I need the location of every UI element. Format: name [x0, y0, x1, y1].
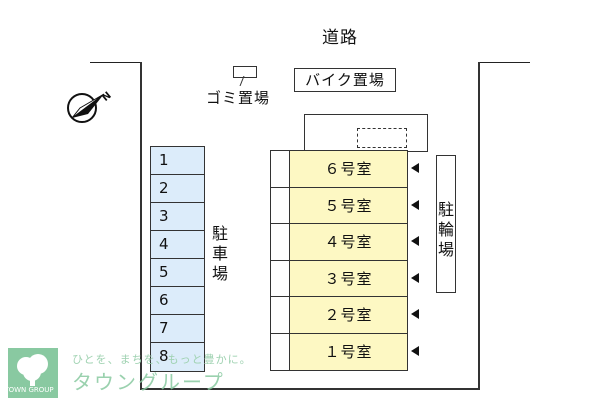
parking-spot: 3: [150, 202, 205, 232]
entrance-arrow-icon: [409, 150, 421, 187]
parking-spot: 1: [150, 146, 205, 176]
parking-spot: 6: [150, 286, 205, 316]
balconies: [270, 150, 290, 371]
entrance-arrow-icon: [409, 187, 421, 224]
parking-label-char: 駐: [211, 224, 228, 243]
watermark-brand: タウングループ: [72, 370, 225, 394]
parking-spot: 8: [150, 342, 205, 372]
entrance-arrow-icon: [409, 333, 421, 370]
room-unit: ４号室: [289, 223, 408, 261]
parking-label-char: 場: [211, 264, 228, 283]
entrance-arrows: [409, 150, 421, 369]
parking-label: 駐 車 場: [210, 224, 230, 284]
parking-spot: 5: [150, 258, 205, 288]
parking-spot: 7: [150, 314, 205, 344]
bicycle-parking-label: 駐 輪 場: [436, 155, 456, 293]
entrance-arrow-icon: [409, 296, 421, 333]
room-unit: ２号室: [289, 296, 408, 334]
parking-spot: 2: [150, 174, 205, 204]
bicycle-label-char: 駐: [437, 200, 454, 219]
balcony: [270, 332, 290, 371]
balcony: [270, 259, 290, 298]
road-label: 道路: [322, 28, 358, 48]
town-group-logo-icon: [8, 348, 58, 402]
garbage-area-box: [233, 66, 257, 78]
room-list: ６号室 ５号室 ４号室 ３号室 ２号室 １号室: [289, 150, 408, 371]
garbage-leader-line: [239, 76, 245, 86]
room-unit: ３号室: [289, 259, 408, 298]
balcony: [270, 296, 290, 334]
entrance-arrow-icon: [409, 223, 421, 260]
garbage-area-label: ゴミ置場: [206, 89, 271, 107]
entrance-arrow-icon: [409, 260, 421, 297]
room-unit: ５号室: [289, 186, 408, 225]
balcony: [270, 223, 290, 261]
room-unit: ６号室: [289, 150, 408, 188]
watermark-group-label: TOWN GROUP: [4, 386, 54, 394]
bicycle-label-char: 輪: [437, 220, 454, 239]
parking-spot: 4: [150, 230, 205, 260]
watermark-tagline: ひとを、まちを、もっと豊かに。: [72, 353, 252, 366]
dashed-area: [357, 128, 407, 148]
parking-label-char: 車: [211, 244, 228, 263]
north-arrow-icon: N: [66, 88, 114, 132]
parking-spots: 1 2 3 4 5 6 7 8: [150, 146, 205, 372]
bike-parking-label: バイク置場: [294, 68, 396, 92]
room-unit: １号室: [289, 332, 408, 371]
balcony: [270, 150, 290, 188]
compass-label: N: [100, 90, 113, 104]
balcony: [270, 186, 290, 225]
bicycle-label-char: 場: [437, 240, 454, 259]
